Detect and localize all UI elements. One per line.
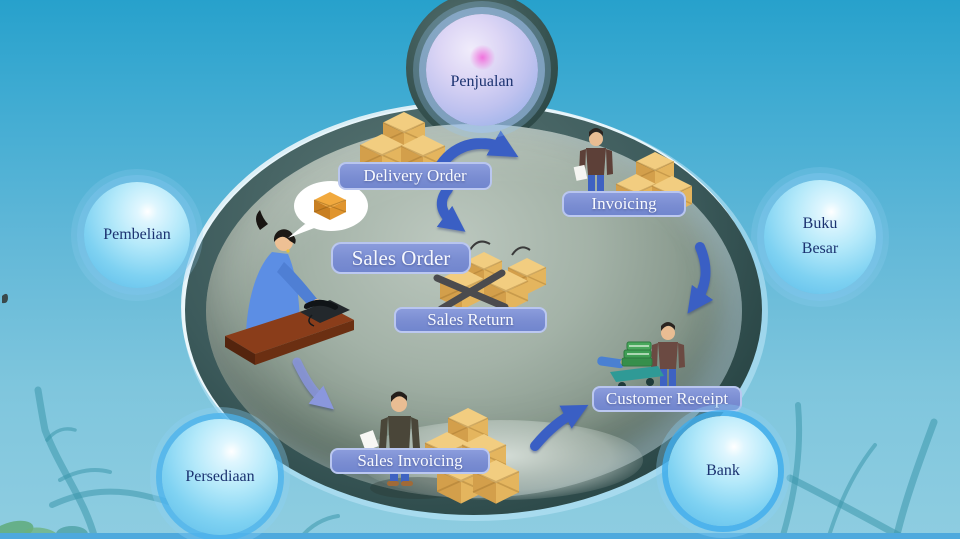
step-label: Sales Return [427,310,514,329]
step-label: Invoicing [591,194,657,213]
bubble-penjualan[interactable]: Penjualan [426,14,538,126]
telephone-icon [300,299,350,327]
bubble-label: Bank [706,461,740,479]
bubble-label-line2: Besar [801,240,839,257]
edge-artifact [2,293,8,304]
step-sales-order[interactable]: Sales Order [331,242,471,274]
crossed-carton-boxes-icon [433,240,547,313]
arrow-invoicing-to-receipt [687,242,714,314]
bubble-persediaan[interactable]: Persediaan [162,419,278,535]
bubble-bank[interactable]: Bank [668,416,778,526]
arrow-delivery-to-invoicing [435,130,519,171]
bubble-pembelian[interactable]: Pembelian [84,182,190,288]
invoicing-worker-figure [573,128,693,215]
arrow-order-to-sales-invoicing [292,357,335,410]
bubble-label-line1: Buku [802,215,838,233]
speech-bubble-carton-icon [288,181,368,238]
bubble-label: Pembelian [103,225,171,243]
bubble-label: Penjualan [450,73,514,91]
bubble-buku-besar[interactable]: Buku Besar [764,180,876,294]
step-sales-return[interactable]: Sales Return [394,307,547,333]
bottom-stripe [0,533,960,539]
arrow-delivery-to-sales-order [436,184,466,232]
step-invoicing[interactable]: Invoicing [562,191,686,217]
step-label: Customer Receipt [605,389,729,408]
receptionist-figure [225,181,368,365]
step-label: Sales Invoicing [357,451,463,470]
arrow-invoicing-up-to-receipt [530,404,589,451]
bubble-label: Persediaan [185,467,255,485]
step-customer-receipt[interactable]: Customer Receipt [592,386,742,412]
step-sales-invoicing[interactable]: Sales Invoicing [330,448,490,474]
step-label: Delivery Order [363,166,467,185]
step-delivery-order[interactable]: Delivery Order [338,162,492,190]
step-label: Sales Order [351,245,451,270]
